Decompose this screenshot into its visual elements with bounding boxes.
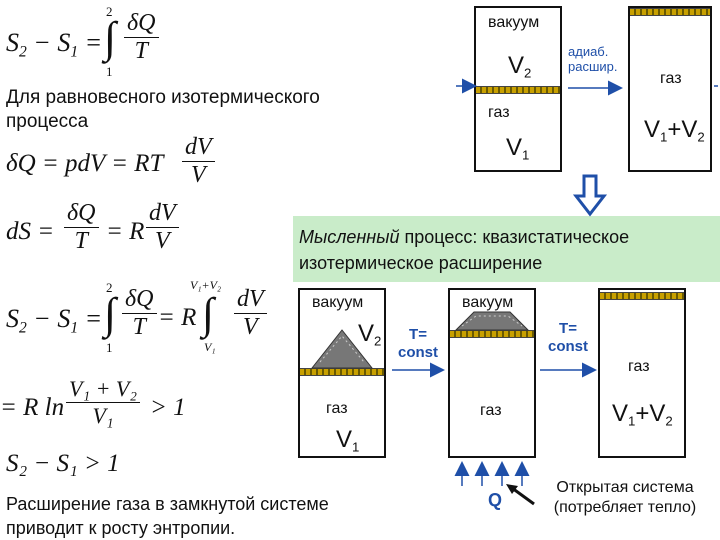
top-v1-label: V1 [506, 134, 530, 163]
bottom-vacuum-label-1: вакуум [312, 294, 364, 311]
top-right-gas-label: газ [660, 70, 682, 87]
bottom-v2-label: V2 [358, 320, 382, 349]
top-v2-label: V2 [508, 52, 532, 81]
bottom-right-volume: V1+V2 [612, 400, 673, 429]
top-gas-label: газ [488, 104, 510, 121]
bottom-gas-label-1: газ [326, 400, 348, 417]
tconst-label-1: T= const [397, 326, 438, 361]
f1-fraction: δQ T [124, 10, 159, 65]
top-vacuum-label: вакуум [488, 14, 540, 31]
open-system-label: Открытая система (потребляет тепло) [553, 479, 697, 516]
integral-upper: 2 [106, 4, 113, 19]
bottom-right-piston [600, 292, 684, 300]
top-right-volume: V1+V2 [644, 116, 705, 145]
bottom-right-cylinder [598, 288, 686, 458]
sand-pile-left [310, 329, 374, 369]
banner-emphasis: Мысленный [299, 227, 400, 247]
formula-integral-expansion: S2 − S1 = ∫ 2 1 δQ T = R ∫ V₁+V₂ V₁ dV V [6, 278, 281, 358]
integral-sign-2: ∫ [202, 289, 215, 338]
bottom-gas-label-3: газ [628, 358, 650, 375]
f1-lhs: S [6, 28, 19, 57]
sand-pile-left-dots [319, 335, 365, 363]
conclusion-text: Расширение газа в замкнутой системе прив… [6, 494, 329, 538]
bottom-gas-label-2: газ [480, 402, 502, 419]
formula-heat: δQ = pdV = RT dV V [6, 134, 226, 196]
integral-lower: 1 [106, 64, 113, 79]
formula-entropy-change: S2 − S1 = ∫ 2 1 δQ T [6, 4, 181, 80]
bottom-vacuum-label-2: вакуум [462, 294, 514, 311]
heat-q-label: Q [488, 490, 503, 510]
banner-text: процесс: квазистатическое изотермическое… [299, 227, 630, 273]
formula-ds: dS = δQ T = R dV V [6, 200, 196, 264]
thought-process-banner: Мысленный процесс: квазистатическое изот… [293, 216, 720, 282]
formula-inequality: S₂ − S₁ > 1 [6, 450, 120, 477]
top-left-partition [476, 86, 560, 94]
down-arrow-icon [572, 174, 608, 217]
integral-sign: ∫ [104, 13, 117, 62]
pointer-arrow [511, 486, 535, 506]
bottom-v1-label: V1 [336, 426, 360, 455]
equilibrium-caption: Для равновесного изотермического процесс… [6, 87, 320, 132]
formula-ln: = R ln V₁ + V₂ V₁ > 1 [0, 376, 186, 428]
tconst-label-2: T= const [547, 320, 588, 355]
sand-pile-middle [454, 311, 530, 331]
top-right-piston [630, 8, 710, 16]
top-right-cylinder [628, 6, 712, 172]
pointer-arrow-head [506, 484, 518, 494]
integral-sign-1: ∫ [104, 289, 117, 338]
adiabatic-label: адиаб. расшир. [568, 44, 618, 74]
